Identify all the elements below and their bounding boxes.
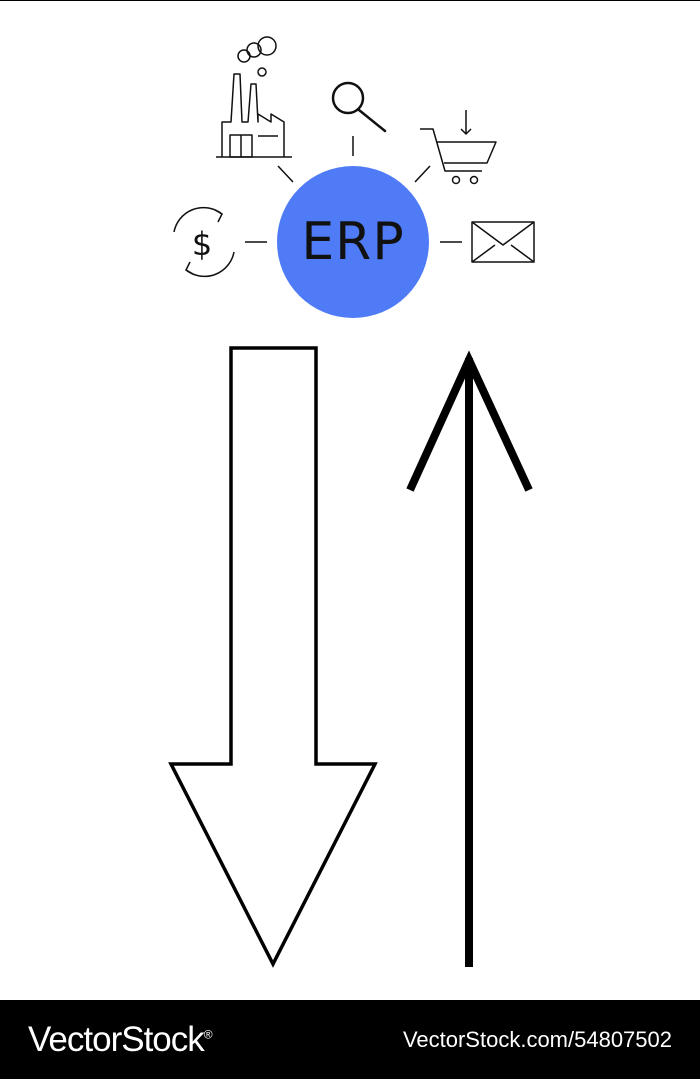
- dollar-glyph: $: [192, 225, 212, 263]
- factory-icon: [216, 36, 292, 158]
- connector-factory: [277, 165, 294, 183]
- watermark-footer: VectorStock® VectorStock.com/54807502: [0, 1000, 700, 1079]
- erp-hub-circle: [277, 166, 429, 318]
- up-arrow: [406, 350, 533, 967]
- erp-diagram: $: [0, 0, 700, 968]
- brand-logo: VectorStock®: [28, 1019, 213, 1059]
- image-id: VectorStock.com/54807502: [402, 1026, 672, 1052]
- magnifier-icon: [331, 81, 387, 133]
- down-arrow: [168, 346, 378, 968]
- shopping-cart-icon: [420, 110, 497, 185]
- connector-cart: [414, 165, 431, 183]
- erp-hub-label: ERP: [301, 212, 405, 272]
- envelope-icon: [471, 221, 535, 263]
- dollar-cycle-icon: $: [173, 206, 235, 278]
- connector-lines: [245, 136, 462, 243]
